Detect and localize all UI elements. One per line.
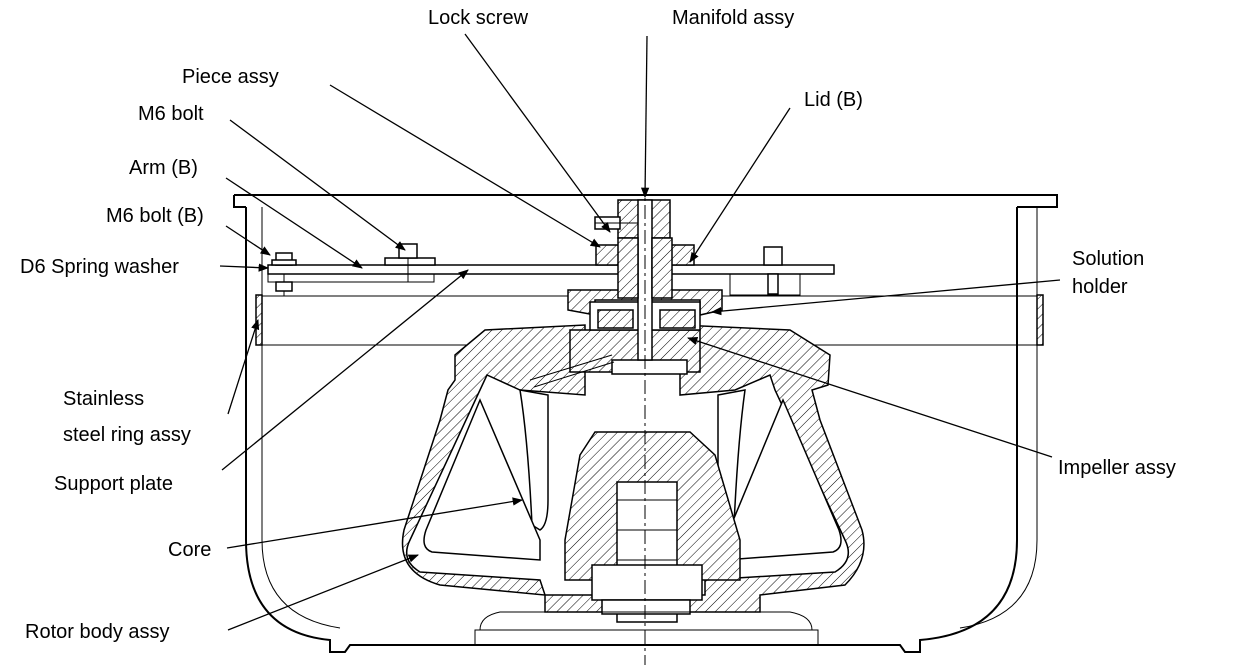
label-arm-b: Arm (B) bbox=[129, 157, 198, 179]
label-m6-bolt: M6 bolt bbox=[138, 103, 204, 125]
label-impeller-assy: Impeller assy bbox=[1058, 457, 1176, 479]
support-plate bbox=[267, 257, 835, 296]
label-piece-assy: Piece assy bbox=[182, 66, 279, 88]
rotor-body bbox=[401, 324, 865, 623]
leader-lines bbox=[219, 33, 1061, 631]
label-support-plate: Support plate bbox=[54, 473, 173, 495]
label-rotor-body-assy: Rotor body assy bbox=[25, 621, 170, 643]
label-lock-screw: Lock screw bbox=[428, 7, 529, 29]
label-stainless-line1: Stainless bbox=[63, 388, 144, 410]
label-manifold-assy: Manifold assy bbox=[672, 7, 794, 29]
label-solution-holder-line1: Solution bbox=[1072, 248, 1144, 270]
bolt-right bbox=[763, 246, 783, 295]
label-lid-b: Lid (B) bbox=[804, 89, 863, 111]
label-core: Core bbox=[168, 539, 211, 561]
label-m6-bolt-b: M6 bolt (B) bbox=[106, 205, 204, 227]
rotor-base bbox=[474, 564, 819, 646]
label-solution-holder-line2: holder bbox=[1072, 276, 1128, 298]
label-stainless-line2: steel ring assy bbox=[63, 424, 191, 446]
m6-bolt-b-left bbox=[271, 252, 297, 296]
label-d6-spring-washer: D6 Spring washer bbox=[20, 256, 179, 278]
lid-b bbox=[567, 289, 723, 316]
manifold-assy bbox=[617, 199, 673, 361]
